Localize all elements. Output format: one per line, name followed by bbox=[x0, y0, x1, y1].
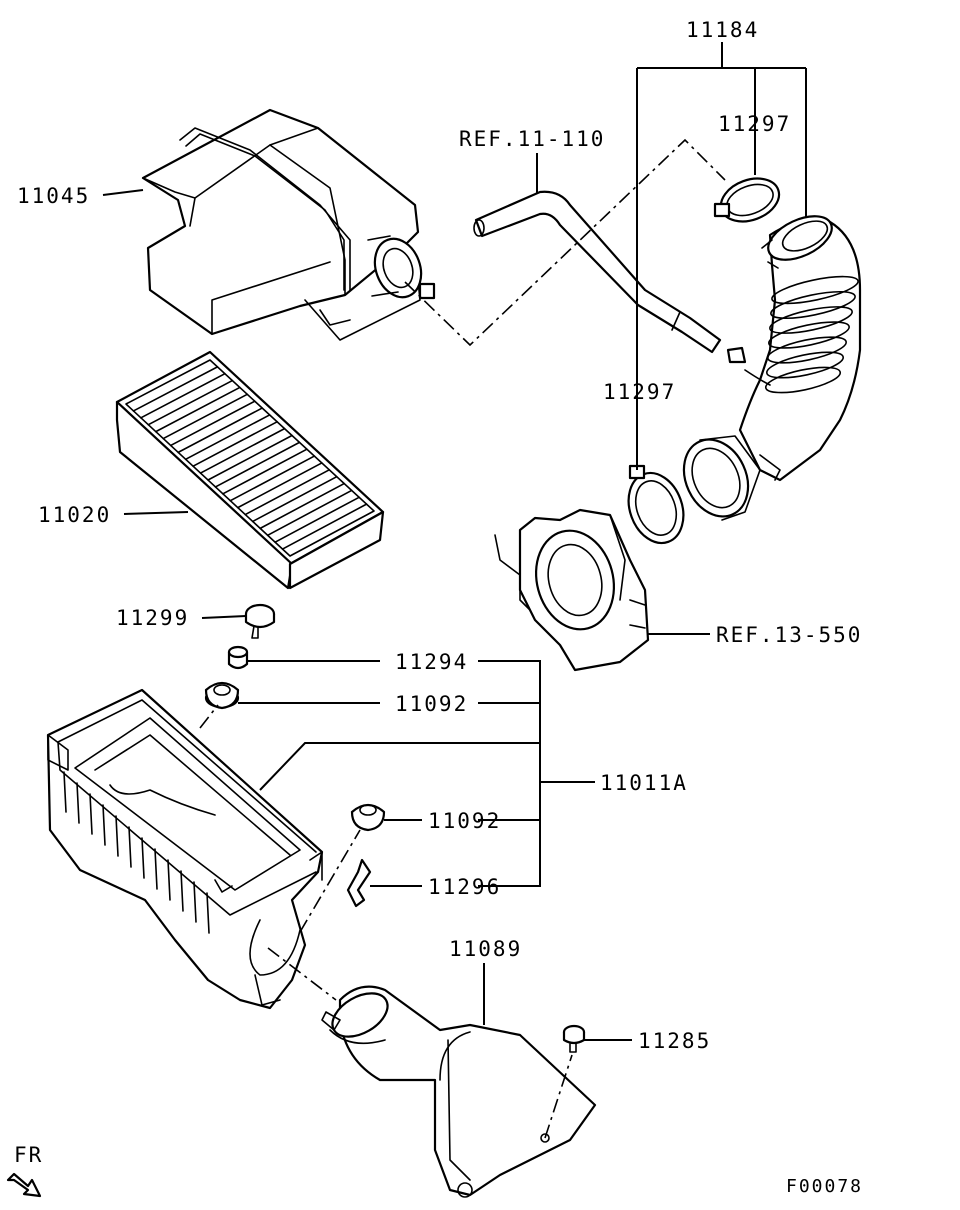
clip-11296[interactable] bbox=[346, 858, 372, 908]
callout-11285[interactable]: 11285 bbox=[638, 1029, 711, 1053]
collar-11294[interactable] bbox=[227, 645, 249, 670]
front-direction-indicator: FR bbox=[6, 1143, 43, 1198]
callout-11045[interactable]: 11045 bbox=[17, 184, 90, 208]
airflow-sensor-ring[interactable] bbox=[672, 429, 761, 527]
grommet-11092-lower[interactable] bbox=[350, 803, 386, 832]
sheet-code: F00078 bbox=[786, 1176, 863, 1197]
air-intake-duct[interactable] bbox=[321, 984, 597, 1198]
hose-bellows bbox=[764, 275, 859, 394]
air-filter-element[interactable] bbox=[115, 350, 385, 590]
grommet-11092-upper[interactable] bbox=[204, 681, 240, 710]
bolt-11285[interactable] bbox=[562, 1024, 586, 1053]
callout-11294[interactable]: 11294 bbox=[395, 650, 468, 674]
leader-lines bbox=[102, 42, 807, 1041]
filter-pleats bbox=[132, 366, 368, 550]
breather-hose[interactable] bbox=[473, 190, 722, 354]
callout-11297-lower[interactable]: 11297 bbox=[603, 380, 676, 404]
callout-11297-upper[interactable]: 11297 bbox=[718, 112, 791, 136]
callout-11299[interactable]: 11299 bbox=[116, 606, 189, 630]
front-label: FR bbox=[14, 1143, 43, 1167]
callout-11089[interactable]: 11089 bbox=[449, 937, 522, 961]
phantom-lines bbox=[199, 138, 726, 1139]
air-cleaner-case[interactable] bbox=[46, 688, 324, 1010]
hose-clamp-11297-lower[interactable] bbox=[619, 464, 692, 550]
callout-11184[interactable]: 11184 bbox=[686, 18, 759, 42]
callout-labels: 11184 11297 REF.11-110 11045 11297 11020… bbox=[17, 18, 862, 1053]
callout-11296[interactable]: 11296 bbox=[428, 875, 501, 899]
callout-11020[interactable]: 11020 bbox=[38, 503, 111, 527]
bolt-11299[interactable] bbox=[244, 603, 276, 639]
case-ribs bbox=[63, 771, 210, 934]
callout-11011a[interactable]: 11011A bbox=[600, 771, 688, 795]
callout-11092-upper[interactable]: 11092 bbox=[395, 692, 468, 716]
hose-clamp-11297-upper[interactable] bbox=[713, 171, 785, 229]
callout-ref-11-110[interactable]: REF.11-110 bbox=[459, 127, 605, 151]
air-intake-hose[interactable] bbox=[726, 207, 862, 482]
callout-ref-13-550[interactable]: REF.13-550 bbox=[716, 623, 862, 647]
callout-11092-lower[interactable]: 11092 bbox=[428, 809, 501, 833]
front-arrow-icon bbox=[6, 1172, 42, 1198]
throttle-body[interactable] bbox=[494, 508, 650, 672]
air-cleaner-cover[interactable] bbox=[141, 108, 436, 341]
